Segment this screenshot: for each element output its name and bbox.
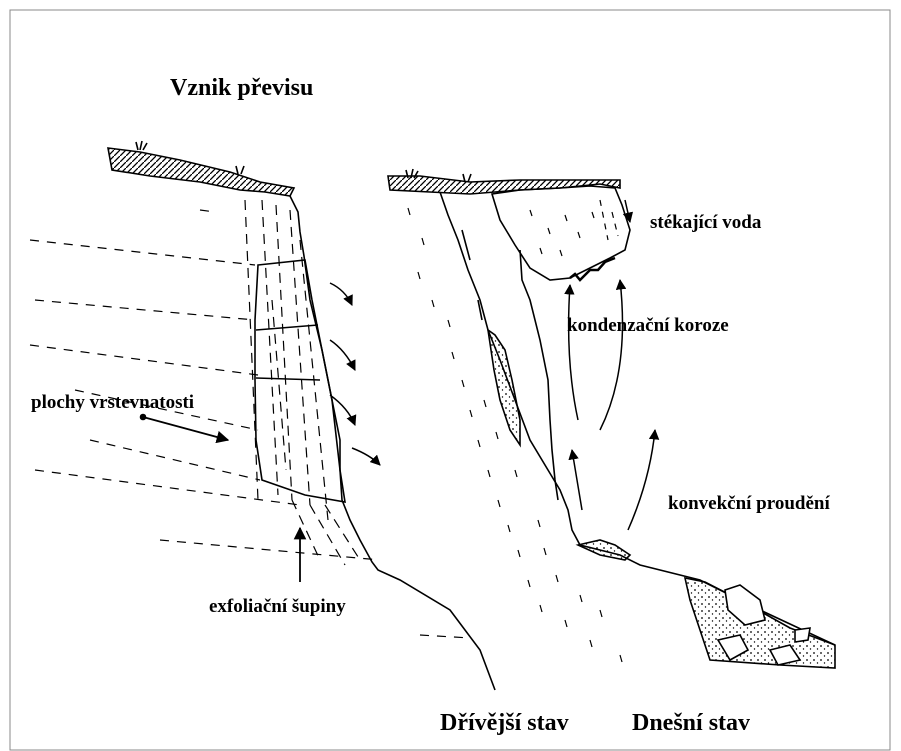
corrosion-pocket — [488, 330, 520, 445]
label-running-water: stékající voda — [650, 213, 761, 232]
label-current-state: Dnešní stav — [632, 711, 750, 735]
label-convective-flow: konvekční proudění — [668, 494, 830, 513]
soil-layer-right — [388, 176, 620, 194]
label-condensation-corrosion: kondenzační koroze — [567, 316, 729, 335]
page-title: Vznik převisu — [170, 76, 313, 100]
debris-small — [578, 540, 630, 560]
label-exfoliation-scales: exfoliační šupiny — [209, 597, 346, 616]
overhang-block — [492, 186, 630, 280]
right-cliff — [388, 169, 835, 668]
label-bedding-planes: plochy vrstevnatosti — [31, 393, 194, 412]
scree-fill — [685, 578, 835, 668]
cliff-face-right — [440, 192, 835, 645]
label-former-state: Dřívější stav — [440, 711, 569, 735]
flake-block — [255, 260, 345, 502]
soil-layer-left — [108, 148, 294, 196]
